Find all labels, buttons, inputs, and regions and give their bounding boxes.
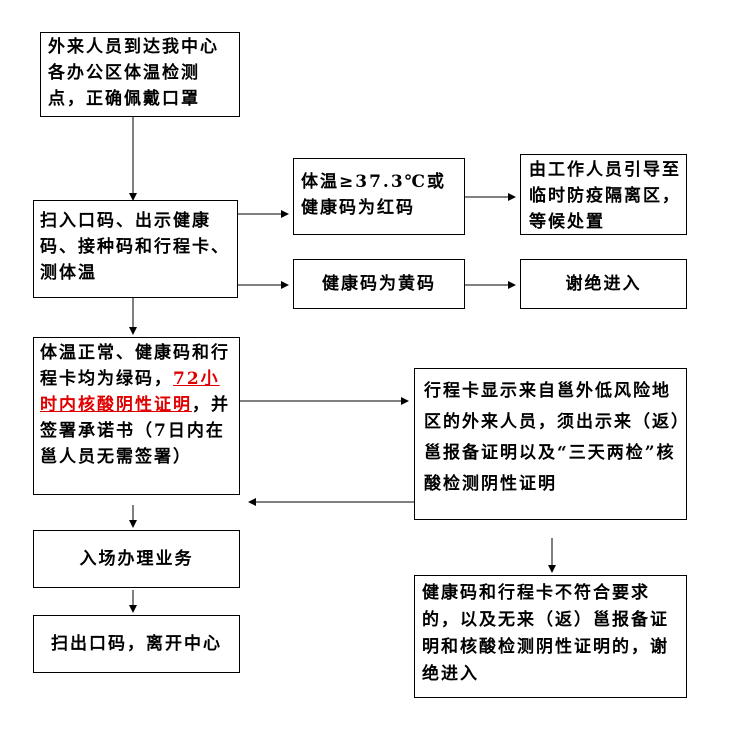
refuse-box: 谢绝进入 xyxy=(520,259,687,309)
yellow-code-box: 健康码为黄码 xyxy=(293,259,465,309)
fever-red-box xyxy=(293,158,465,235)
noncompliant-box xyxy=(414,575,687,698)
quarantine-box xyxy=(520,154,687,235)
enter-box: 入场办理业务 xyxy=(33,530,240,588)
noncompliant-text: 健康码和行程卡不符合要求的，以及无来（返）邕报备证明和核酸检测阴性证明的，谢绝进… xyxy=(422,583,669,684)
green-text-before: 体温正常、健康码和行程卡均为绿码， xyxy=(40,343,230,389)
scan-text: 扫入口码、出示健康码、接种码和行程卡、测体温 xyxy=(40,211,230,283)
exit-text: 扫出口码，离开中心 xyxy=(51,634,222,654)
exit-box: 扫出口码，离开中心 xyxy=(33,615,240,673)
outside-region-text: 行程卡显示来自邕外低风险地区的外来人员，须出示来（返）邕报备证明以及“三天两检”… xyxy=(424,381,682,494)
fever-red-text: 体温≥37.3℃或健康码为红码 xyxy=(301,172,447,218)
scan-box xyxy=(33,200,238,298)
green-text-after: ，并签署承诺书（7日内在邕人员无需签署） xyxy=(40,395,230,467)
green-box xyxy=(33,337,240,495)
enter-text: 入场办理业务 xyxy=(79,549,194,569)
arrival-box xyxy=(40,32,240,117)
quarantine-text: 由工作人员引导至临时防疫隔离区，等候处置 xyxy=(529,160,681,232)
green-text-highlight: 72小时内核酸阴性证明 xyxy=(40,369,220,415)
yellow-code-text: 健康码为黄码 xyxy=(322,274,436,294)
outside-region-box xyxy=(414,368,687,520)
refuse-text: 谢绝进入 xyxy=(565,274,642,294)
green-text: 体温正常、健康码和行程卡均为绿码，72小时内核酸阴性证明，并签署承诺书（7日内在… xyxy=(40,340,234,470)
arrival-text: 外来人员到达我中心各办公区体温检测点，正确佩戴口罩 xyxy=(48,37,219,109)
